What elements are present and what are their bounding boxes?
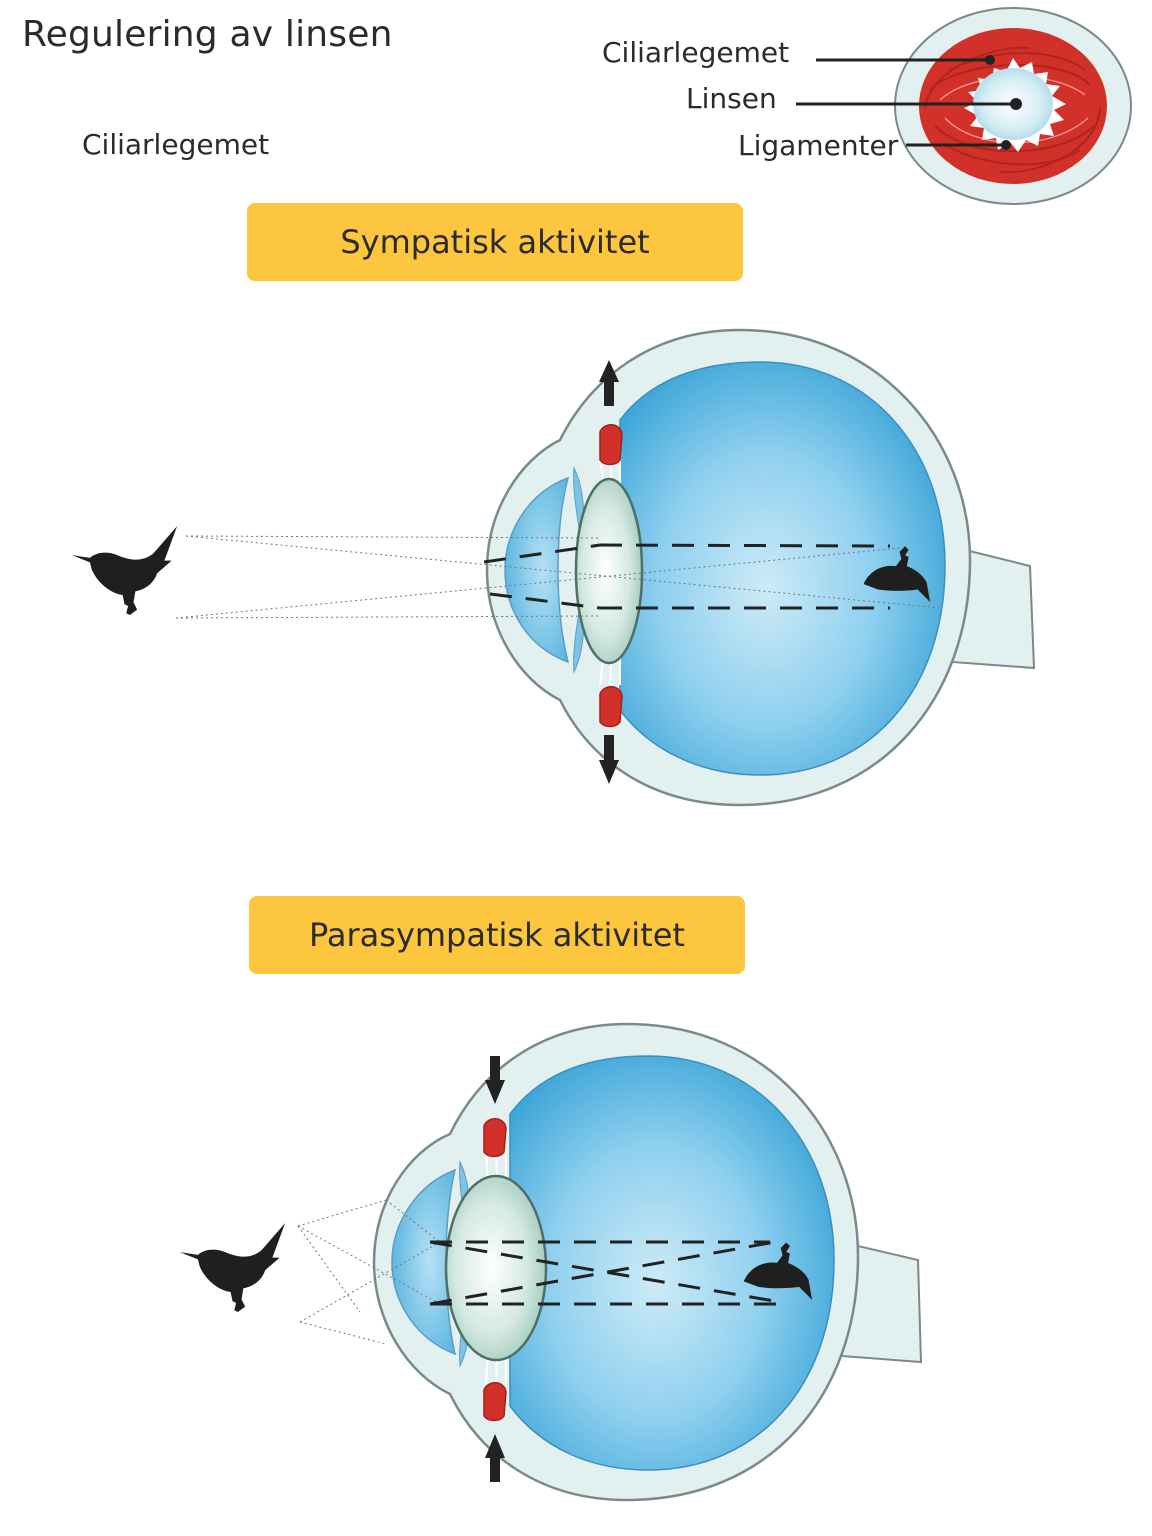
eye-panel-parasympathetic: [179, 1022, 923, 1502]
parasympathetic-label: Parasympatisk aktivitet: [309, 916, 685, 954]
arrow-down-icon: [599, 735, 619, 784]
sympathetic-label: Sympatisk aktivitet: [340, 223, 650, 261]
arrow-up-icon: [485, 1434, 505, 1482]
inset-label-ligaments: Ligamenter: [738, 129, 899, 162]
eye-panel-sympathetic: [71, 328, 1036, 807]
bird-silhouette-icon: [71, 526, 178, 616]
ciliary-subtitle: Ciliarlegemet: [82, 128, 270, 161]
page-title: Regulering av linsen: [22, 14, 393, 55]
inset-label-lens: Linsen: [686, 82, 777, 115]
arrow-up-icon: [599, 360, 619, 406]
arrow-down-icon: [485, 1056, 505, 1104]
inset-label-ciliary-body: Ciliarlegemet: [602, 36, 790, 69]
inset-front-view: [796, 7, 1132, 205]
sympathetic-banner: Sympatisk aktivitet: [247, 203, 743, 281]
parasympathetic-banner: Parasympatisk aktivitet: [249, 896, 745, 974]
bird-silhouette-icon: [179, 1223, 286, 1313]
